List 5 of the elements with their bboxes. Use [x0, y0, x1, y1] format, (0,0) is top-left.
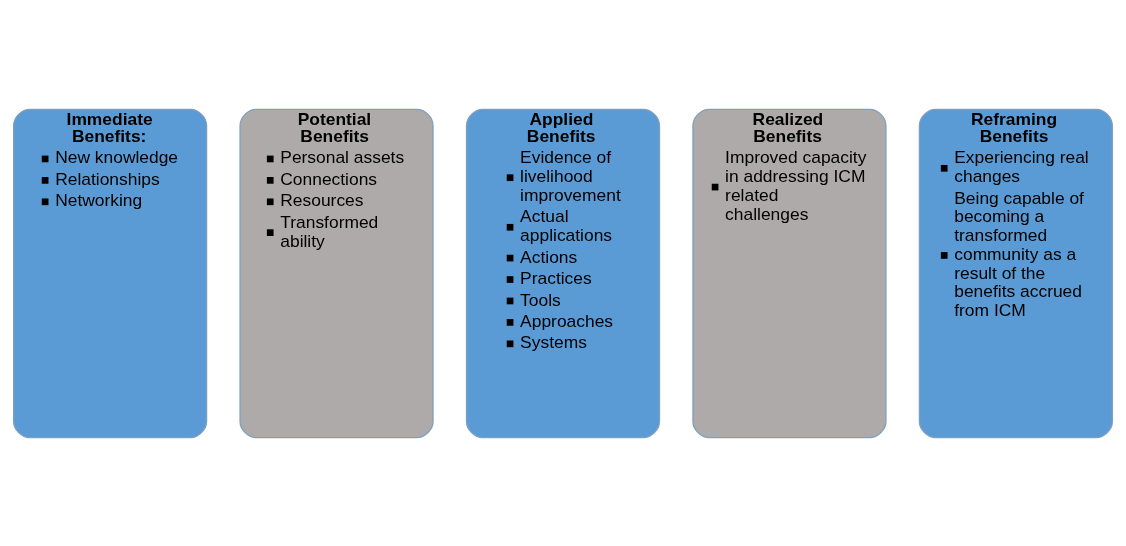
node-box: Realized Benefits Improved capacity in addressing ICM related challenges — [692, 108, 887, 438]
node-box: Potential Benefits Personal assets Connections Resources Transformed ability — [239, 108, 434, 438]
node-box: Reframing Benefits Experiencing real changes Being capable of becoming a transformed community as a result of the benefits accrued from ICM — [918, 108, 1114, 438]
node-box: Immediate Benefits: New knowledge Relationships Networking — [12, 108, 208, 438]
node-box: Applied Benefits Evidence of livelihood improvement Actual applications Actions Practices Tools Approaches Systems — [465, 108, 661, 438]
